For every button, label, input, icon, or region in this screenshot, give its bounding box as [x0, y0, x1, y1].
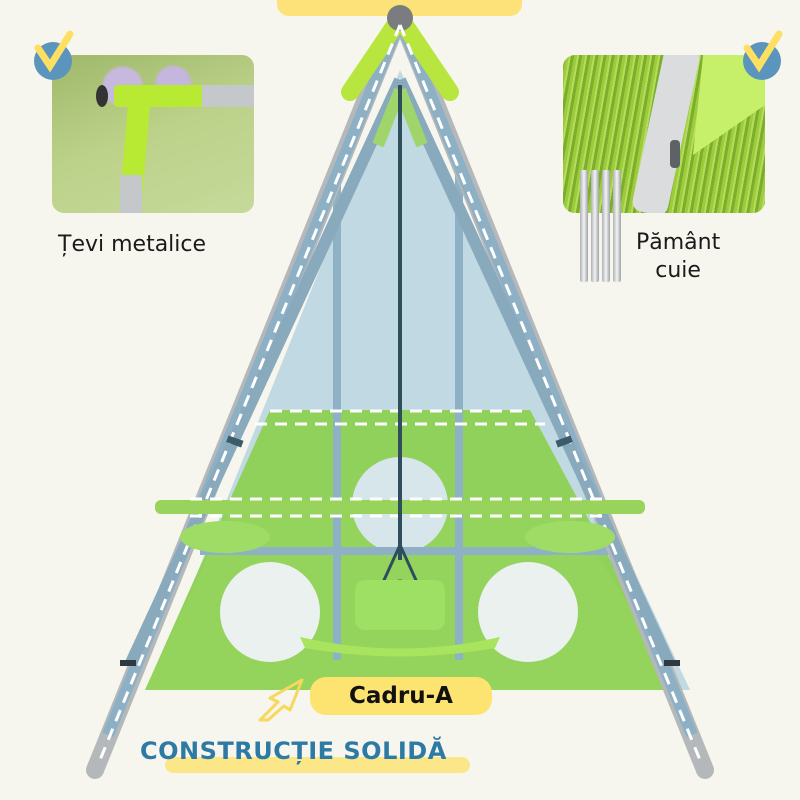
- check-icon: [34, 30, 74, 80]
- frame-type-badge: Cadru-A: [310, 677, 492, 715]
- check-icon: [743, 30, 783, 80]
- cursor-arrow-icon: [252, 676, 308, 728]
- ground-stakes-icon: [580, 170, 622, 282]
- headline: CONSTRUCȚIE SOLIDĂ: [140, 737, 447, 765]
- ground-stakes-label-line2: cuie: [655, 258, 701, 283]
- ground-stakes-label-line1: Pământ: [636, 230, 721, 255]
- headline-highlight: [165, 757, 470, 773]
- feature-label-metal-tubes: Țevi metalice: [58, 232, 207, 257]
- metal-tube-joint-photo: [52, 55, 254, 213]
- feature-label-ground-stakes: Pământ cuie: [636, 229, 720, 285]
